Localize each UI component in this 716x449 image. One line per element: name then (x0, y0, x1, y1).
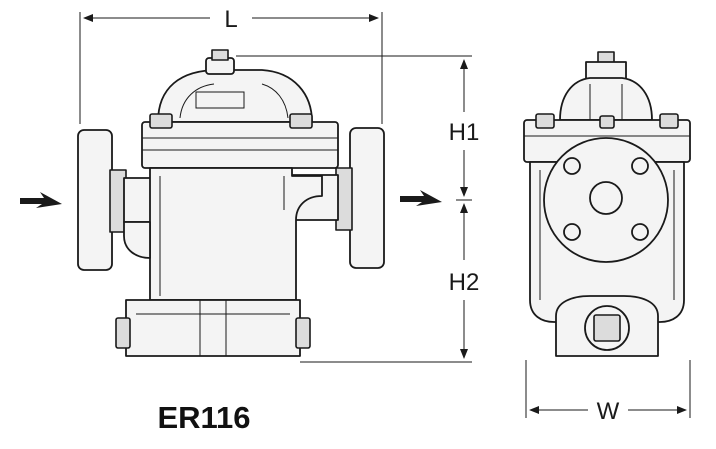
dimension-l-label: L (224, 6, 237, 33)
dimension-w-label: W (597, 398, 620, 425)
side-view (523, 51, 691, 357)
front-view (77, 49, 385, 357)
inlet-flange (77, 129, 113, 271)
inlet-pipe (123, 177, 153, 223)
dimension-h2-label: H2 (449, 269, 480, 296)
bolt-right (289, 113, 313, 129)
dimension-l (79, 12, 383, 124)
drain-plug (593, 314, 621, 342)
dimension-w (525, 360, 691, 418)
trap-body (149, 167, 323, 301)
bolt-left (149, 113, 173, 129)
dome-cover (157, 69, 313, 123)
dimension-h1-label: H1 (449, 119, 480, 146)
flange-bore (589, 181, 623, 215)
outlet-flange (349, 127, 385, 269)
top-plug-cap (211, 49, 229, 61)
inlet-flow-arrow (20, 192, 62, 208)
trap-base (125, 299, 301, 357)
model-label: ER116 (157, 400, 250, 435)
dimension-h (236, 55, 472, 363)
outlet-flow-arrow (400, 190, 442, 206)
cover-flange (141, 121, 339, 169)
